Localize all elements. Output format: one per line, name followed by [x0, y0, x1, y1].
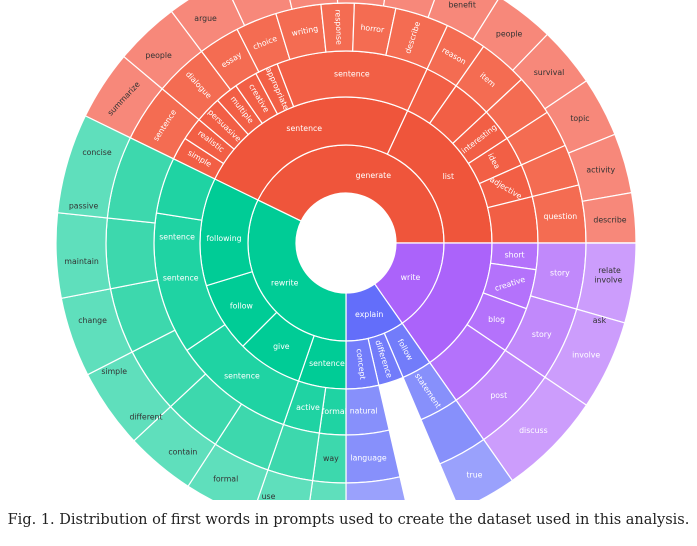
wedge-r5-7 — [56, 115, 132, 219]
segment-label: survival — [534, 68, 565, 77]
segment-label: follow — [230, 301, 254, 310]
segment-label: concise — [82, 148, 112, 157]
segment-label: discuss — [519, 426, 548, 435]
segment-label: way — [323, 454, 339, 463]
segment-label: different — [129, 412, 162, 421]
segment-label: list — [443, 172, 454, 181]
segment-label: post — [490, 391, 507, 400]
segment-label: relate — [598, 266, 621, 275]
segment-label: change — [78, 316, 107, 325]
segment-label: describe — [593, 215, 626, 224]
segment-label: sentence — [224, 372, 260, 381]
segment-label: explain — [355, 310, 383, 319]
segment-label: short — [505, 250, 525, 259]
segment-label: involve — [594, 275, 622, 284]
segment-label: topic — [570, 114, 589, 123]
segment-label: activity — [586, 165, 615, 174]
segment-label: blog — [488, 315, 505, 324]
wedge-r5-6 — [55, 212, 112, 300]
segment-label: write — [401, 273, 421, 282]
segment-label: story — [532, 330, 552, 339]
segment-label: true — [466, 470, 482, 479]
segment-label: sentence — [334, 70, 370, 79]
segment-label: people — [496, 30, 523, 39]
segment-label: rewrite — [271, 278, 299, 287]
sunburst-wedges — [55, 0, 637, 500]
figure-caption: Fig. 1. Distribution of first words in p… — [7, 512, 690, 528]
segment-label: natural — [350, 407, 378, 416]
wedge-g5-3 — [232, 0, 293, 27]
segment-label: simple — [101, 367, 127, 376]
sunburst-chart: generate write explain rewrite sentence list s… — [55, 0, 637, 500]
wedge-true — [438, 438, 514, 500]
segment-label: sentence — [163, 274, 199, 283]
segment-label: generate — [356, 171, 392, 180]
segment-label: sentence — [309, 359, 345, 368]
segment-label: benefit — [448, 0, 475, 9]
segment-label: passive — [69, 202, 99, 211]
segment-label: maintain — [64, 257, 98, 266]
segment-label: sentence — [286, 124, 322, 133]
segment-label: language — [350, 453, 387, 462]
segment-label: question — [544, 212, 578, 221]
segment-label: active — [296, 403, 320, 412]
segment-label: concept — [355, 348, 368, 380]
segment-label: formal — [213, 475, 238, 484]
segment-label: involve — [572, 350, 600, 359]
segment-label: ask — [593, 316, 607, 325]
segment-label: horror — [360, 23, 385, 35]
segment-label: sentence — [159, 233, 195, 242]
segment-label: following — [207, 234, 242, 243]
segment-label: contain — [168, 447, 197, 456]
segment-label: argue — [194, 14, 217, 23]
wedge-r4-5 — [105, 217, 159, 290]
segment-label: people — [145, 51, 172, 60]
segment-label: story — [550, 269, 570, 278]
segment-label: formal — [322, 407, 347, 416]
segment-label: response — [333, 9, 343, 45]
segment-label: give — [273, 342, 290, 351]
segment-label: use — [262, 492, 276, 500]
